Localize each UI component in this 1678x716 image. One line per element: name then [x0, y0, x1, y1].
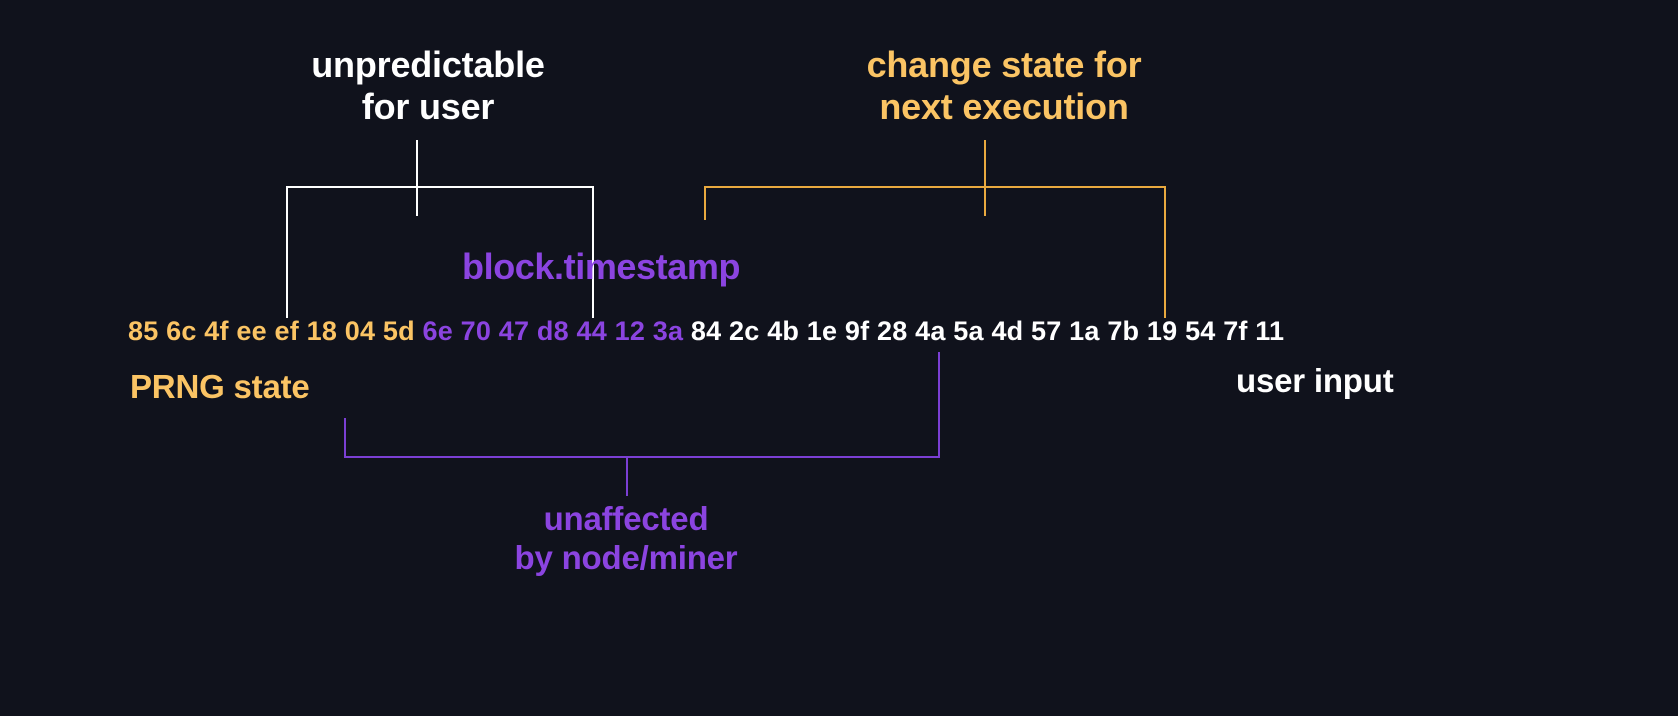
unaffected-bracket-right-arm	[938, 352, 940, 458]
change-state-bracket-span	[704, 186, 1166, 188]
unaffected-bracket-left-arm	[344, 418, 346, 458]
change-state-bracket-left-arm	[704, 186, 706, 220]
label-block-timestamp: block.timestamp	[462, 246, 741, 287]
unaffected-bracket-stem	[626, 456, 628, 496]
unpredictable-bracket-left-arm	[286, 186, 288, 318]
unpredictable-bracket-span	[286, 186, 594, 188]
label-change-state-for-next-execution: change state for next execution	[866, 44, 1142, 128]
label-prng-state: PRNG state	[130, 368, 310, 405]
bytes-block-timestamp: 6e 70 47 d8 44 12 3a	[422, 316, 684, 346]
bytes-prng-state: 85 6c 4f ee ef 18 04 5d	[128, 316, 415, 346]
unpredictable-bracket-right-arm	[592, 186, 594, 318]
bytes-user-input: 84 2c 4b 1e 9f 28 4a 5a 4d 57 1a 7b 19 5…	[690, 316, 1285, 346]
label-unpredictable-for-user: unpredictable for user	[311, 44, 545, 128]
label-user-input: user input	[1236, 362, 1394, 399]
label-unaffected-by-node-miner: unaffected by node/miner	[514, 500, 738, 576]
unaffected-bracket-span	[344, 456, 940, 458]
byte-string-row: 85 6c 4f ee ef 18 04 5d 6e 70 47 d8 44 1…	[128, 316, 1284, 347]
change-state-bracket-stem	[984, 140, 986, 216]
unpredictable-bracket-stem	[416, 140, 418, 216]
change-state-bracket-right-arm	[1164, 186, 1166, 318]
